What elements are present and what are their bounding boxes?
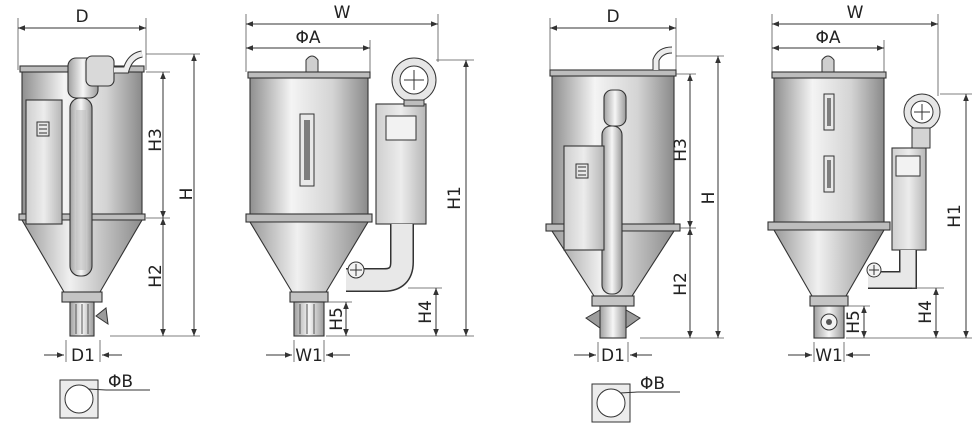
- phib-label: ΦB: [108, 372, 133, 392]
- h2-label: H2: [146, 264, 166, 288]
- h-label: H: [699, 192, 719, 205]
- phia-label: ΦA: [815, 28, 840, 48]
- phib-label: ΦB: [640, 374, 665, 394]
- control-box: [563, 145, 605, 251]
- h1-label: H1: [445, 186, 465, 210]
- h5-label: H5: [327, 307, 347, 331]
- diagram-2-front-view: W ΦA H1: [767, 3, 972, 366]
- diagram-1-side-view: D H3 H2 H: [17, 7, 200, 419]
- h3-label: H3: [146, 128, 166, 152]
- h4-label: H4: [916, 300, 936, 324]
- d-label: D: [606, 7, 619, 27]
- w1-label: W1: [815, 346, 843, 366]
- h4-label: H4: [416, 300, 436, 324]
- w-label: W: [847, 3, 864, 23]
- d1-label: D1: [601, 346, 625, 366]
- d1-label: D1: [71, 346, 95, 366]
- w-label: W: [334, 3, 351, 23]
- w1-label: W1: [295, 346, 323, 366]
- diagram-2-side-view: D H3 H2 H D1 ΦB: [545, 7, 724, 423]
- h2-label: H2: [671, 272, 691, 296]
- h3-label: H3: [671, 138, 691, 162]
- h1-label: H1: [945, 204, 965, 228]
- h5-label: H5: [844, 310, 864, 334]
- phia-label: ΦA: [295, 28, 320, 48]
- h-label: H: [177, 188, 197, 201]
- control-box: [25, 99, 63, 225]
- diagram-1-front-view: W ΦA: [245, 3, 474, 366]
- d-label: D: [75, 7, 88, 27]
